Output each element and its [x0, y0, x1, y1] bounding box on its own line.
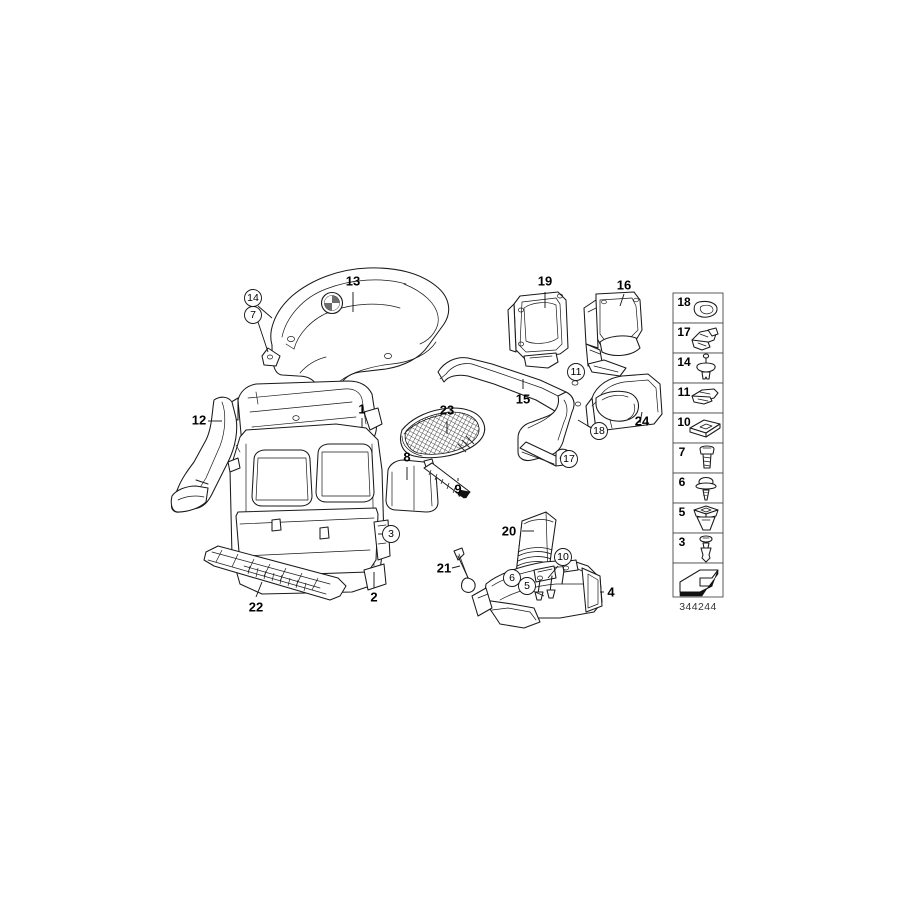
- part-12-side-air-duct: [170, 396, 238, 513]
- bmw-roundel-icon: [320, 291, 344, 315]
- legend-number-3: 3: [678, 535, 686, 549]
- part-label-23: 23: [439, 402, 455, 418]
- legend-number-10: 10: [677, 415, 691, 429]
- part-label-21: 21: [436, 560, 452, 576]
- part-label-8: 8: [403, 449, 411, 465]
- legend-icon-11-spring-nut: [691, 388, 719, 405]
- part-4-lower-air-duct: [471, 559, 603, 629]
- callout-label-7: 7: [250, 308, 256, 321]
- part-13-engine-cover: [261, 267, 450, 404]
- legend-number-18: 18: [677, 295, 691, 309]
- legend-number-11: 11: [677, 385, 691, 399]
- part-22-lower-air-shield: [203, 545, 347, 601]
- part-label-20: 20: [501, 523, 517, 539]
- part-label-15: 15: [515, 391, 531, 407]
- legend-icon-10-cage-nut: [689, 419, 721, 438]
- legend-icon-7-pan-head-screw: [699, 445, 715, 469]
- callout-circles: [244, 289, 608, 595]
- legend-icon-14-pin-rivet: [696, 353, 716, 380]
- part-2-radiator-shroud: [227, 423, 391, 595]
- part-15-long-air-channel: [437, 357, 581, 467]
- legend-number-7: 7: [678, 445, 686, 459]
- part-9-toothed-strip: [423, 462, 471, 499]
- part-23-mesh-grille: [399, 407, 486, 459]
- part-label-4: 4: [607, 584, 615, 600]
- legend-icon-direction-arrow: [679, 569, 719, 597]
- part-label-22: 22: [248, 599, 264, 615]
- callout-label-17: 17: [563, 452, 575, 465]
- legend-number-17: 17: [677, 325, 691, 339]
- part-label-12: 12: [191, 412, 207, 428]
- part-label-16: 16: [616, 277, 632, 293]
- callout-label-11: 11: [570, 365, 582, 378]
- callout-label-10: 10: [557, 550, 569, 563]
- part-label-24: 24: [634, 413, 650, 429]
- legend-icon-6-flange-screw: [695, 476, 717, 501]
- legend-icon-5-expanding-socket: [693, 505, 719, 531]
- legend-icon-18-grommet-oval: [693, 300, 718, 318]
- part-24-box-air-duct: [585, 373, 663, 431]
- part-label-9: 9: [454, 481, 462, 497]
- callout-label-14: 14: [247, 291, 259, 304]
- callout-label-6: 6: [509, 571, 515, 584]
- part-label-19: 19: [537, 273, 553, 289]
- callout-label-3: 3: [388, 527, 394, 540]
- part-16-air-duct-housing: [583, 291, 643, 377]
- part-19-side-cover-plate: [507, 291, 569, 369]
- legend-number-14: 14: [677, 355, 691, 369]
- legend-icon-17-spring-clip: [691, 327, 719, 351]
- callout-label-18: 18: [593, 424, 605, 437]
- part-label-13: 13: [345, 273, 361, 289]
- legend-number-5: 5: [678, 505, 686, 519]
- part-label-2: 2: [370, 589, 378, 605]
- legend-number-6: 6: [678, 475, 686, 489]
- legend-icon-3-plastic-rivet: [699, 535, 713, 563]
- part-21-support-rod: [453, 547, 476, 593]
- callout-label-5: 5: [524, 579, 530, 592]
- part-label-1: 1: [358, 401, 366, 417]
- diagram-id-label: 344244: [679, 601, 717, 613]
